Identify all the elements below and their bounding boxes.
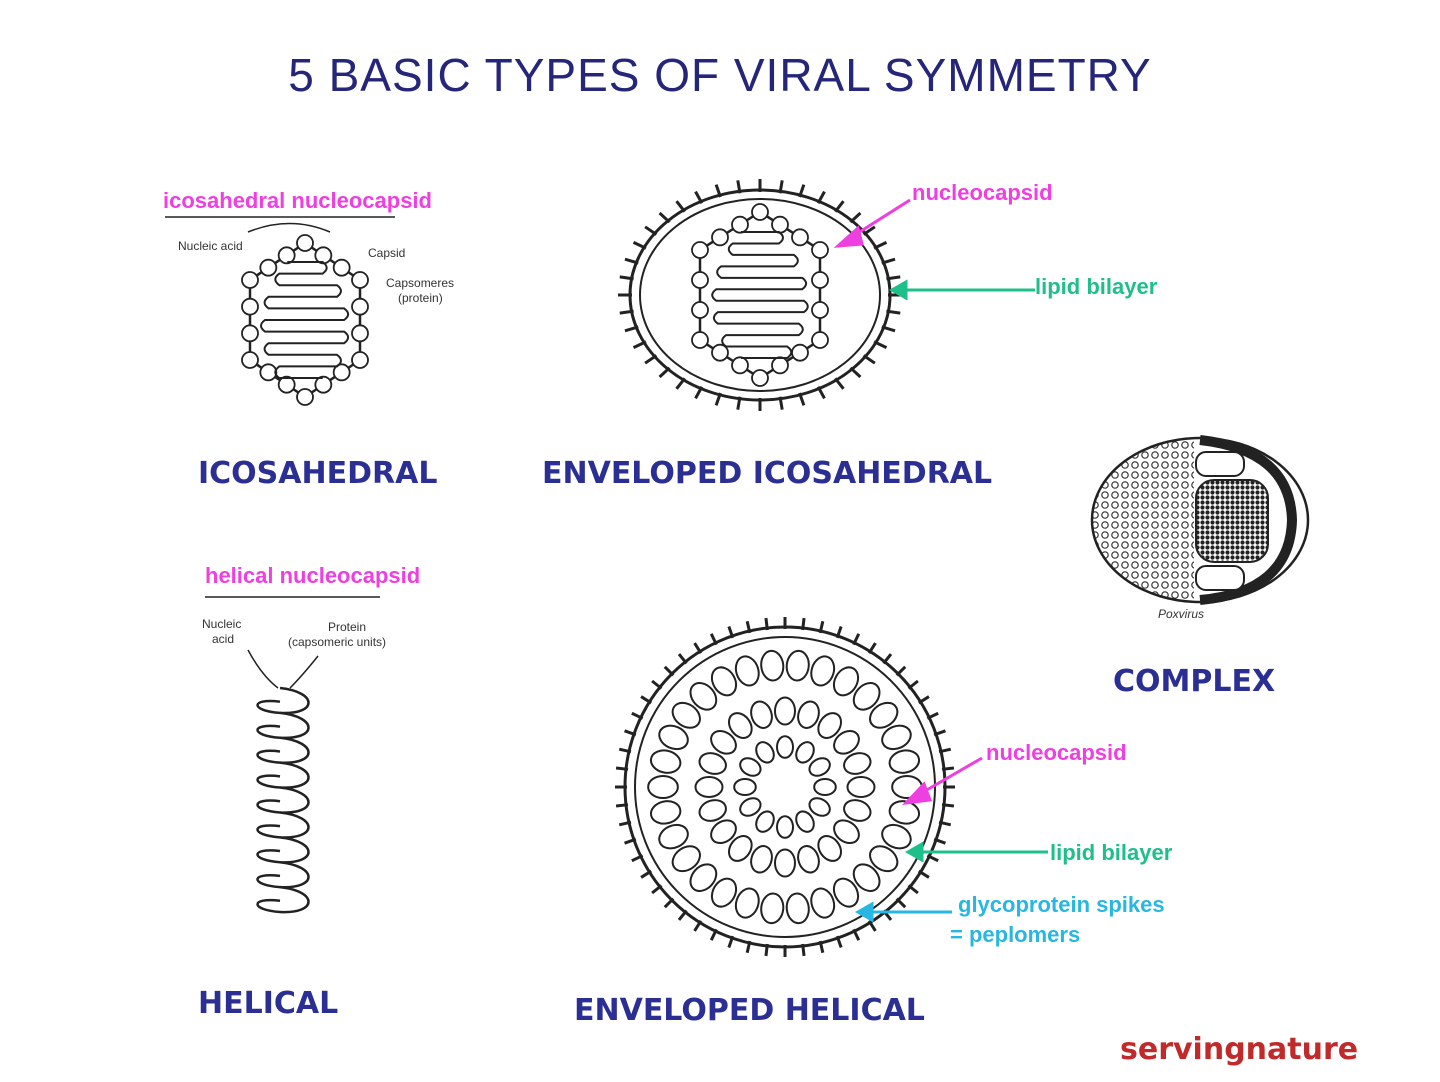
annotation-nucleocapsid-bottom: nucleocapsid <box>986 740 1127 765</box>
enveloped-icosahedral-virus-drawing <box>618 179 902 411</box>
annotation-helical-acid: acid <box>212 632 235 646</box>
annotation-nucleocapsid-top: nucleocapsid <box>912 180 1053 205</box>
annotation-glycoprotein-spikes: glycoprotein spikes <box>958 892 1165 917</box>
annotation-helical-units: (capsomeric units) <box>288 635 387 649</box>
annotation-icosahedral-nucleocapsid: icosahedral nucleocapsid <box>163 188 432 213</box>
annotation-lipid-bilayer-top: lipid bilayer <box>1035 274 1158 299</box>
label-helical: HELICAL <box>198 986 339 1021</box>
annotation-poxvirus: Poxvirus <box>1158 607 1205 621</box>
annotation-lipid-bilayer-bottom: lipid bilayer <box>1050 840 1173 865</box>
annotation-nucleic-acid: Nucleic acid <box>178 239 243 253</box>
complex-virus-drawing <box>1090 435 1310 605</box>
label-icosahedral: ICOSAHEDRAL <box>198 456 438 491</box>
label-enveloped-helical: ENVELOPED HELICAL <box>574 993 925 1028</box>
annotation-peplomers: = peplomers <box>950 922 1081 947</box>
annotation-helical-nucleocapsid: helical nucleocapsid <box>205 563 421 588</box>
annotation-capsid: Capsid <box>368 246 406 260</box>
label-complex: COMPLEX <box>1113 664 1276 699</box>
annotation-helical-protein: Protein <box>328 620 367 634</box>
helical-virus-drawing <box>205 596 380 914</box>
annotation-capsomeres: Capsomeres <box>386 276 455 290</box>
credit-watermark: servingnature <box>1120 1032 1359 1067</box>
annotation-helical-nucleic: Nucleic <box>202 617 242 631</box>
annotation-arrows <box>833 198 1048 923</box>
annotation-proteins: (protein) <box>398 291 443 305</box>
diagram-title: 5 BASIC TYPES OF VIRAL SYMMETRY <box>288 49 1152 101</box>
icosahedral-virus-drawing <box>165 216 395 406</box>
enveloped-helical-virus-drawing <box>615 617 955 957</box>
label-enveloped-icosahedral: ENVELOPED ICOSAHEDRAL <box>542 456 993 491</box>
